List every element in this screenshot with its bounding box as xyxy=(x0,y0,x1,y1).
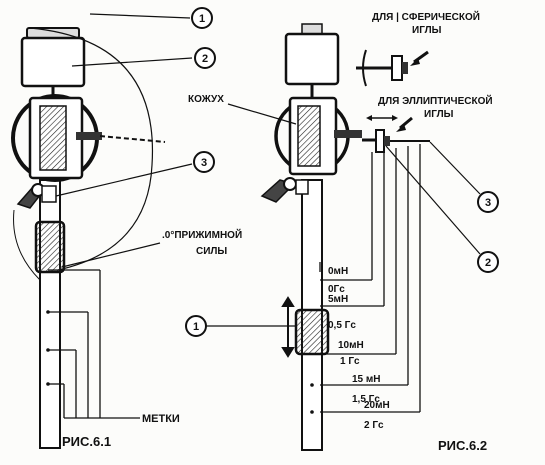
elliptical-stylus-adapter xyxy=(362,115,430,153)
callout-3-label: 3 xyxy=(201,157,207,169)
spherical-label-1: ДЛЯ | СФЕРИЧЕСКОЙ xyxy=(372,10,480,23)
scale-1-gs: 0,5 Гс xyxy=(328,320,356,331)
figure-6-2-caption: РИС.6.2 xyxy=(438,438,487,453)
zero-force-label-2: СИЛЫ xyxy=(196,246,227,257)
callout-2-fig2-label: 2 xyxy=(485,257,491,269)
counterweight xyxy=(20,36,86,88)
scale-1-mn: 5мН xyxy=(328,294,348,305)
counterweight-2 xyxy=(284,32,340,86)
zero-force-label-1: .0°ПРИЖИМНОЙ xyxy=(162,228,242,241)
callout-3-fig1: 3 xyxy=(55,151,215,197)
figure-6-1-caption: РИС.6.1 xyxy=(62,434,111,449)
callout-2-fig1: 2 xyxy=(71,47,216,69)
figure-6-2: 0мН 0Гс 5мН 0,5 Гс 10мН 1 Гс 15 мН 1,5 Г… xyxy=(185,10,499,453)
scale-4-gs: 2 Гс xyxy=(364,420,384,431)
marks-leaders xyxy=(48,269,140,419)
callout-1-fig1: 1 xyxy=(89,7,213,29)
elliptical-label-1: ДЛЯ ЭЛЛИПТИЧЕСКОЙ xyxy=(378,94,493,107)
callout-1-label: 1 xyxy=(199,13,205,25)
scale-4-mn: 20мН xyxy=(364,400,390,411)
scale-3-gs: 1,5 Гс xyxy=(352,394,380,405)
scale-leaders xyxy=(319,144,421,413)
scale-0-gs: 0Гс xyxy=(328,284,345,295)
sliding-weight-2 xyxy=(294,308,330,356)
scale-2-mn: 10мН xyxy=(338,340,364,351)
callout-2-fig2: 2 xyxy=(385,145,499,273)
counterweight-top xyxy=(26,27,80,39)
spherical-label-2: ИГЛЫ xyxy=(412,25,442,36)
tonearm-tube xyxy=(39,179,61,449)
callout-1-fig2-label: 1 xyxy=(193,321,199,333)
scale-3-mn: 15 мН xyxy=(352,374,381,385)
casing-label: КОЖУХ xyxy=(188,94,224,105)
callout-1-fig2: 1 xyxy=(185,315,296,337)
callout-3-fig2: 3 xyxy=(429,141,499,213)
callout-2-label: 2 xyxy=(202,53,208,65)
sliding-weight xyxy=(34,220,66,274)
spherical-stylus-adapter xyxy=(356,49,429,87)
scale-labels: 0мН 0Гс 5мН 0,5 Гс 10мН 1 Гс 15 мН 1,5 Г… xyxy=(328,266,390,431)
figure-6-1: 1 2 3 .0°ПРИЖИМНОЙ СИЛЫ МЕТКИ РИС.6.1 xyxy=(11,7,242,449)
scale-2-gs: 1 Гс xyxy=(340,356,360,367)
elliptical-label-2: ИГЛЫ xyxy=(424,109,454,120)
protective-arc xyxy=(29,27,154,271)
callout-3-fig2-label: 3 xyxy=(485,197,491,209)
scale-0-mn: 0мН xyxy=(328,266,348,277)
marks-label: МЕТКИ xyxy=(142,413,180,425)
